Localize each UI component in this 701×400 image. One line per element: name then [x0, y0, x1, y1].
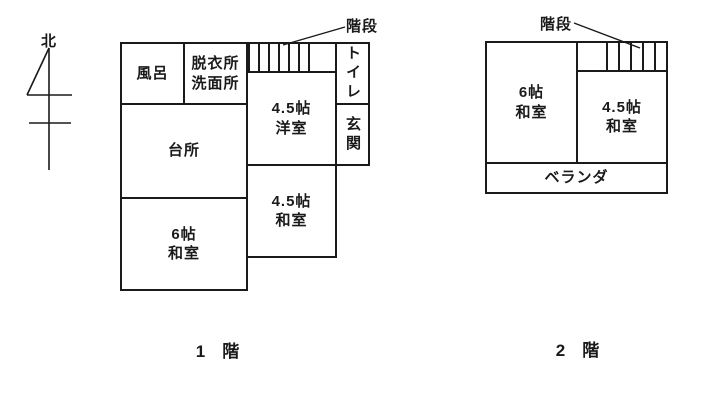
room-japanese-6-2f-label: 6帖 和室: [515, 84, 548, 121]
stairs-hatch-1f: [248, 44, 310, 71]
room-bath-label: 風呂: [136, 64, 169, 82]
compass-north-label: 北: [41, 33, 57, 50]
room-toilet-1f: トイレ: [335, 42, 370, 105]
room-western-4-5-1f: 4.5帖 洋室: [246, 71, 337, 166]
room-veranda-2f: ベランダ: [485, 162, 668, 194]
floor1-plan: 風呂 脱衣所 洗面所 トイレ 玄関 4.5帖 洋室 台所 6帖 和室 4.5帖 …: [120, 42, 370, 291]
room-kitchen-label: 台所: [167, 142, 200, 160]
room-western-4-5-label: 4.5帖 洋室: [271, 100, 312, 137]
room-japanese-4-5-2f: 4.5帖 和室: [576, 70, 668, 164]
floor2-caption: 2 階: [555, 341, 600, 360]
room-japanese-4-5-2f-label: 4.5帖 和室: [602, 98, 642, 136]
room-japanese-6-2f: 6帖 和室: [485, 41, 578, 164]
room-veranda-label: ベランダ: [544, 169, 609, 187]
stairs-callout-label-2f: 階段: [540, 16, 573, 33]
room-toilet-label: トイレ: [344, 45, 361, 102]
stairs-area-2f: [576, 41, 668, 72]
floor2-plan: 6帖 和室 4.5帖 和室 ベランダ: [485, 41, 668, 194]
room-entrance-1f: 玄関: [335, 103, 370, 166]
room-entrance-label: 玄関: [344, 115, 361, 154]
room-bath-1f: 風呂: [120, 42, 185, 105]
stairs-hatch-2f: [606, 43, 666, 70]
room-japanese-6-1f: 6帖 和室: [120, 197, 248, 291]
stairs-callout-label-1f: 階段: [346, 18, 379, 35]
room-dressing-washroom-label: 脱衣所 洗面所: [191, 55, 240, 92]
room-kitchen-1f: 台所: [120, 103, 248, 199]
floor1-caption: 1 階: [195, 342, 240, 361]
north-arrow-icon: [26, 47, 72, 170]
room-japanese-4-5-label: 4.5帖 和室: [271, 192, 312, 230]
stairs-area-1f: [246, 42, 337, 73]
room-japanese-4-5-1f: 4.5帖 和室: [246, 164, 337, 258]
room-dressing-washroom-1f: 脱衣所 洗面所: [183, 42, 248, 105]
room-japanese-6-label: 6帖 和室: [167, 225, 200, 263]
